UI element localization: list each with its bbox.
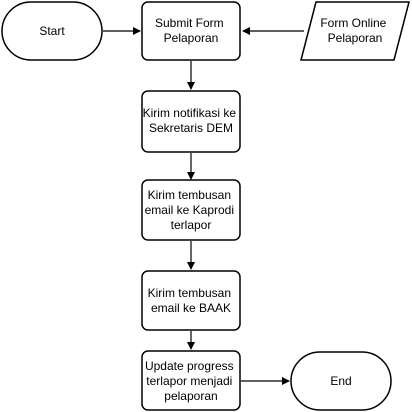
connectors: [103, 27, 304, 385]
update-process: [141, 350, 241, 411]
submit-label: Submit Form Pelaporan: [155, 16, 227, 45]
kirim-baak-label: Kirim tembusan email ke BAAK: [148, 286, 235, 315]
submit-process: [141, 1, 241, 61]
kirim-baak-process: [141, 270, 241, 331]
kirim-kaprodi-process: [141, 179, 241, 241]
end-terminal: [290, 351, 392, 411]
end-label: End: [330, 374, 351, 388]
start-label: Start: [39, 24, 65, 38]
start-terminal: [1, 1, 103, 61]
update-label: Update progress terlapor menjadi pelapor…: [145, 359, 237, 403]
kirim-notifikasi-label: Kirim notifikasi ke Sekretaris DEM: [143, 106, 240, 135]
kirim-notifikasi-process: [141, 90, 241, 153]
kirim-kaprodi-label: Kirim tembusan email ke Kaprodi terlapor: [145, 188, 238, 232]
form-online-label: Form Online Pelaporan: [320, 16, 389, 45]
form-online-input: [300, 1, 410, 61]
